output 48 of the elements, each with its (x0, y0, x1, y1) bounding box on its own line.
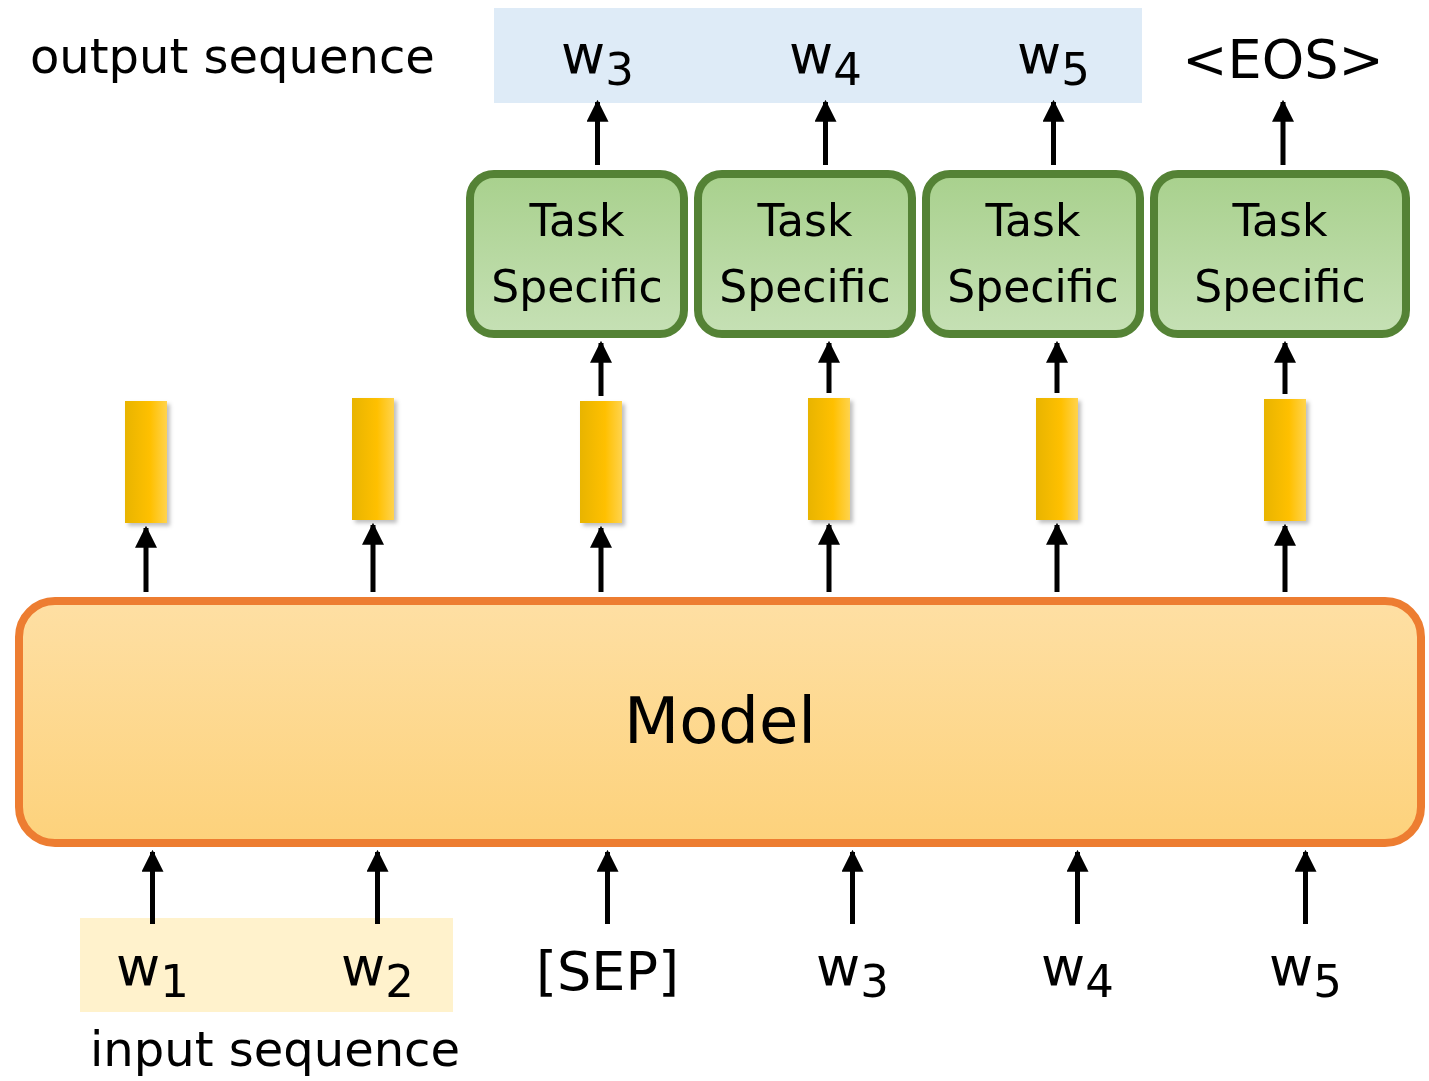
sequence-label: input sequence (89, 1020, 461, 1079)
arrow (818, 522, 840, 592)
arrow (814, 99, 837, 165)
arrow (1274, 523, 1296, 592)
model-label: Model (622, 683, 818, 761)
task-label: Task Specific (1193, 194, 1367, 314)
arrow (135, 525, 157, 592)
token-label: w$_{4}$ (788, 22, 863, 98)
token-label: [SEP] (534, 938, 681, 1005)
arrow (1274, 340, 1296, 394)
vector-bar (352, 398, 394, 520)
arrow (362, 522, 384, 592)
arrow (596, 849, 619, 924)
vector-bar (808, 398, 850, 520)
arrow (141, 849, 164, 924)
arrow (590, 340, 612, 396)
vector-bar (1264, 399, 1306, 521)
arrow (366, 849, 389, 924)
task-box (1150, 170, 1410, 338)
vector-bar (580, 401, 622, 523)
token-label: <EOS> (1181, 26, 1385, 93)
token-label: w$_{1}$ (115, 934, 190, 1010)
token-label: w$_{5}$ (1268, 934, 1343, 1010)
vector-bar (125, 401, 167, 523)
task-box (466, 170, 688, 338)
model-box (15, 597, 1425, 847)
token-label: w$_{2}$ (340, 934, 415, 1010)
arrow (841, 849, 864, 924)
arrow (1272, 99, 1294, 165)
token-label: w$_{4}$ (1040, 934, 1115, 1010)
arrow (586, 99, 609, 165)
arrow (1046, 522, 1068, 592)
arrow (818, 340, 840, 393)
arrow (590, 525, 612, 592)
arrow (1046, 340, 1068, 393)
task-label: Task Specific (718, 194, 892, 314)
task-label: Task Specific (946, 194, 1120, 314)
sequence-label: output sequence (30, 26, 436, 86)
task-box (694, 170, 916, 338)
token-label: w$_{3}$ (815, 934, 890, 1010)
arrow (1294, 849, 1317, 924)
arrow (1042, 99, 1065, 165)
token-label: w$_{3}$ (560, 22, 635, 98)
task-box (922, 170, 1144, 338)
vector-bar (1036, 398, 1078, 520)
arrow (1066, 849, 1089, 924)
token-label: w$_{5}$ (1016, 22, 1091, 98)
task-label: Task Specific (490, 194, 664, 314)
